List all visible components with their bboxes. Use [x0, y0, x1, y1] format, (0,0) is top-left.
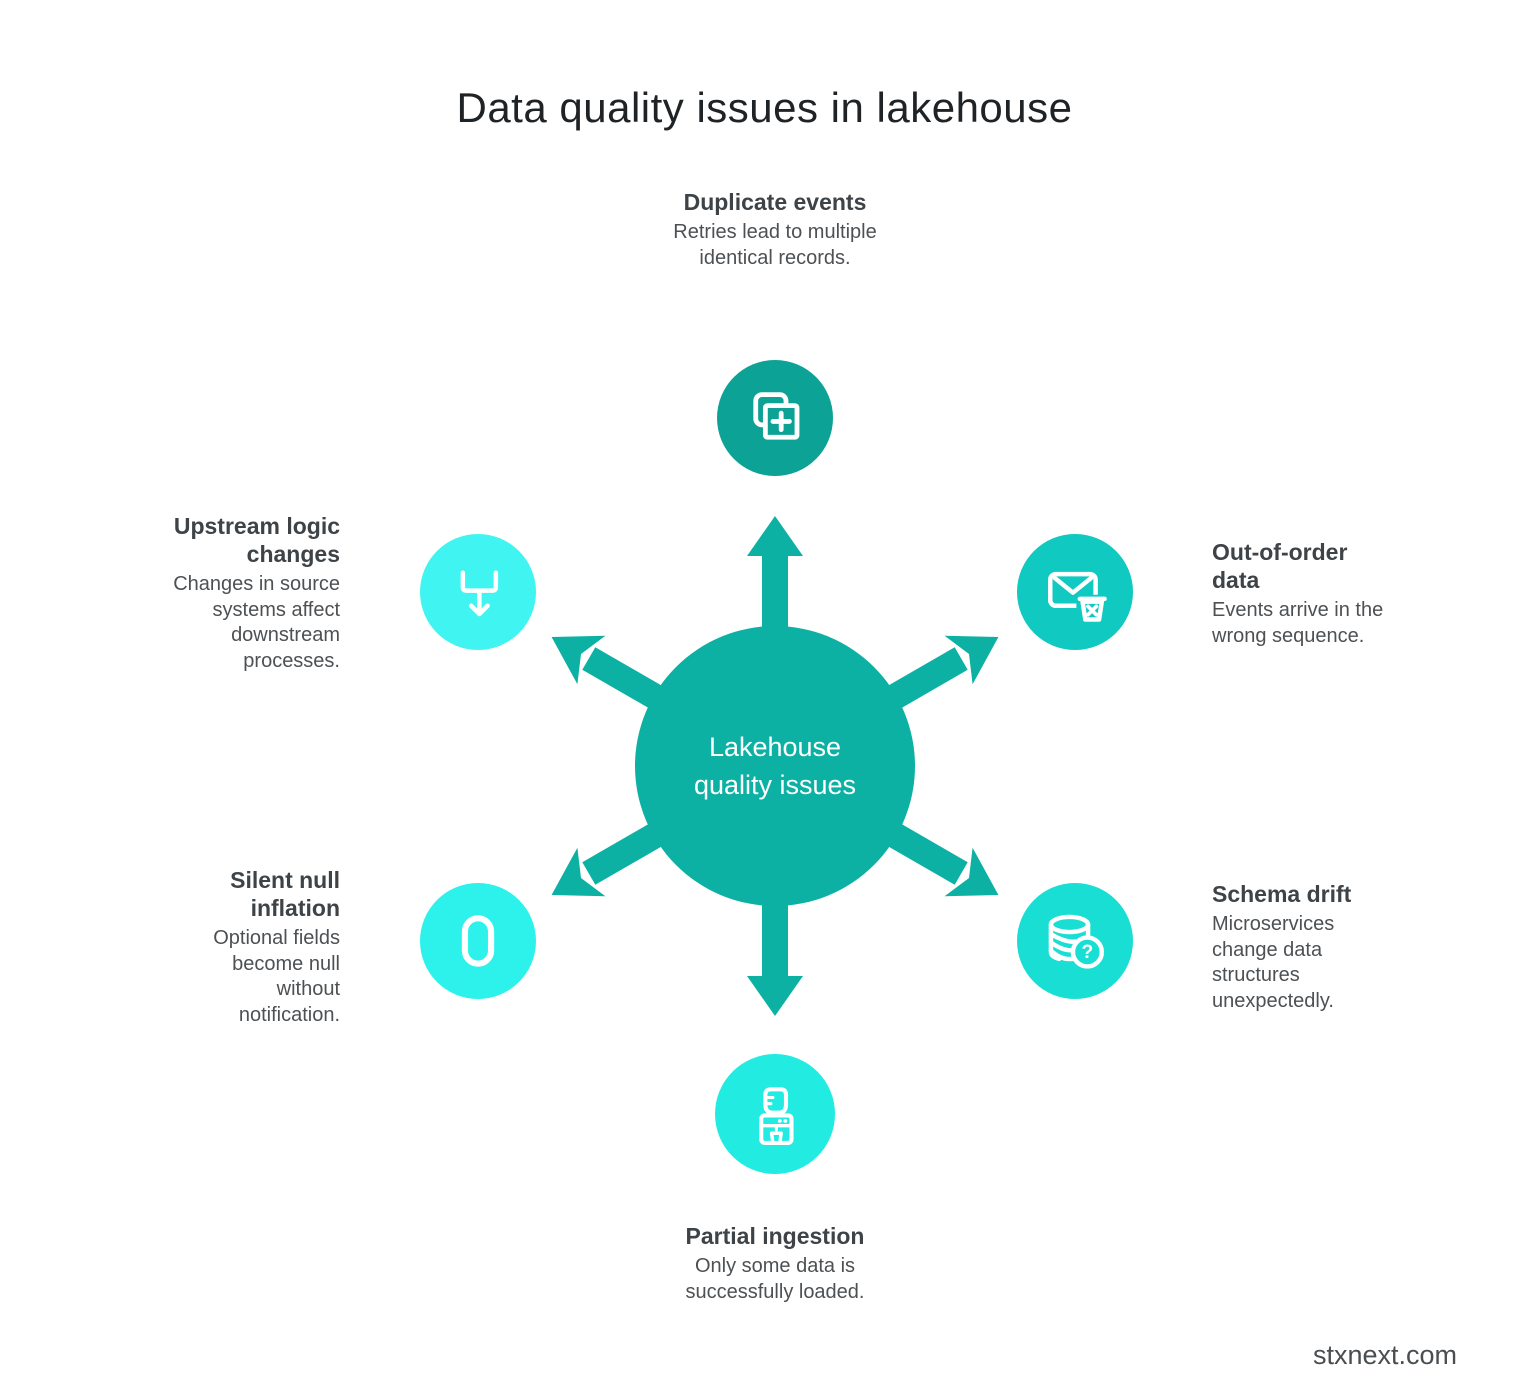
circle-schema-drift: ? — [1017, 883, 1133, 999]
hub-label: Lakehouse quality issues — [693, 732, 857, 800]
node-heading: Silent null inflation — [230, 867, 340, 922]
merge-down-icon — [460, 570, 499, 617]
node-body: Only some data is successfully loaded. — [685, 1255, 865, 1303]
circle-upstream-logic-changes — [420, 534, 536, 650]
node-body: Changes in source systems affect downstr… — [173, 573, 340, 672]
node-body: Retries lead to multiple identical recor… — [673, 221, 877, 269]
circle-out-of-order-data — [1017, 534, 1133, 650]
node-upstream-logic-changes: Upstream logic changes Changes in source… — [116, 512, 340, 674]
circle-silent-null-inflation — [420, 883, 536, 999]
svg-text:?: ? — [1081, 942, 1093, 963]
node-silent-null-inflation: Silent null inflation Optional fields be… — [140, 866, 340, 1028]
database-question-icon: ? — [1048, 914, 1105, 969]
node-body: Microservices change data structures une… — [1212, 913, 1335, 1012]
node-heading: Out-of-order data — [1212, 539, 1348, 594]
circle-duplicate-events — [717, 360, 833, 476]
node-body: Events arrive in the wrong sequence. — [1212, 599, 1384, 647]
node-duplicate-events: Duplicate events Retries lead to multipl… — [555, 188, 995, 271]
node-out-of-order-data: Out-of-order data Events arrive in the w… — [1212, 538, 1442, 649]
email-delete-icon — [1048, 571, 1107, 624]
hub-circle: Lakehouse quality issues — [635, 626, 915, 906]
node-body: Optional fields become null without noti… — [213, 927, 340, 1026]
page-title: Data quality issues in lakehouse — [456, 84, 1073, 131]
footer-website: stxnext.com — [1312, 1340, 1457, 1370]
node-schema-drift: Schema drift Microservices change data s… — [1212, 880, 1422, 1014]
copy-plus-icon — [753, 392, 800, 440]
node-heading: Upstream logic changes — [173, 513, 340, 568]
node-heading: Duplicate events — [683, 189, 867, 215]
node-partial-ingestion: Partial ingestion Only some data is succ… — [575, 1222, 975, 1305]
node-heading: Schema drift — [1212, 881, 1352, 907]
node-heading: Partial ingestion — [685, 1223, 865, 1249]
water-dispenser-icon — [759, 1087, 794, 1145]
null-capsule-icon — [461, 915, 495, 967]
circle-partial-ingestion — [715, 1054, 835, 1174]
